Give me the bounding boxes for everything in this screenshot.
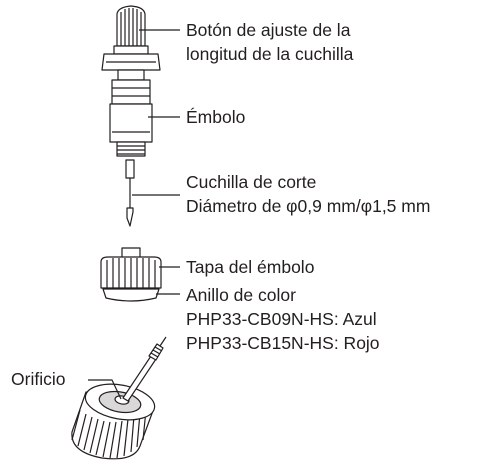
cutting-blade-label-line-2: Diámetro de φ0,9 mm/φ1,5 mm bbox=[186, 196, 431, 216]
plunger-label-text: Émbolo bbox=[186, 107, 246, 127]
adjust-knob-label-line-2: longitud de la cuchilla bbox=[186, 44, 354, 64]
adjust-knob-label: Botón de ajuste de la longitud de la cuc… bbox=[186, 18, 353, 66]
cutting-blade-icon bbox=[125, 159, 135, 227]
leader-lines bbox=[88, 29, 180, 400]
plunger-label: Émbolo bbox=[186, 105, 245, 129]
color-ring-label: Anillo de color PHP33-CB09N-HS: Azul PHP… bbox=[186, 283, 380, 355]
color-ring-label-line-2: PHP33-CB09N-HS: Azul bbox=[186, 309, 377, 329]
plunger-cap-icon bbox=[100, 247, 162, 289]
color-ring-label-line-3: PHP33-CB15N-HS: Rojo bbox=[186, 333, 380, 353]
color-ring-label-line-1: Anillo de color bbox=[186, 285, 296, 305]
color-ring-icon bbox=[102, 288, 160, 302]
adjust-knob-label-line-1: Botón de ajuste de la bbox=[186, 20, 351, 40]
cutting-blade-label-line-1: Cuchilla de corte bbox=[186, 172, 317, 192]
plunger-cap-label-text: Tapa del émbolo bbox=[186, 257, 315, 277]
plunger-icon bbox=[101, 53, 161, 157]
leader-hole bbox=[88, 379, 122, 400]
assembled-cutter-icon bbox=[71, 336, 167, 460]
hole-label: Orificio bbox=[11, 367, 65, 391]
blade-adjust-knob-icon bbox=[113, 5, 149, 55]
hole-label-text: Orificio bbox=[11, 369, 66, 389]
cutting-blade-label: Cuchilla de corte Diámetro de φ0,9 mm/φ1… bbox=[186, 170, 430, 218]
plunger-cap-label: Tapa del émbolo bbox=[186, 255, 314, 279]
